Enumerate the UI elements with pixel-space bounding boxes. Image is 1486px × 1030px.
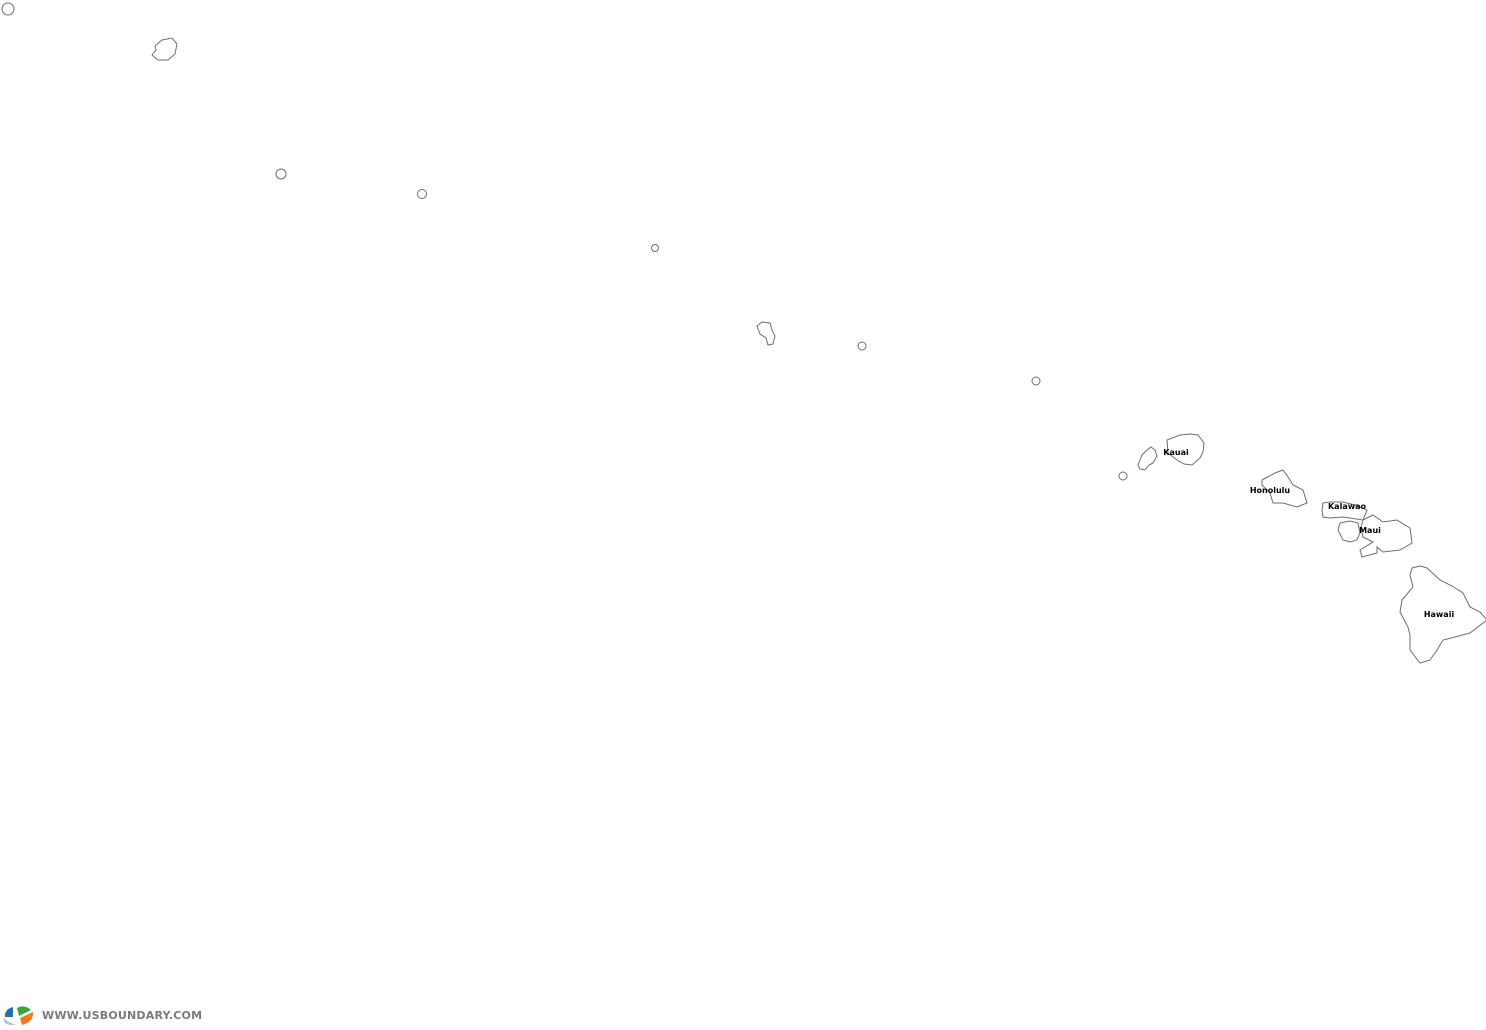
footer-site-url: WWW.USBOUNDARY.COM (42, 1008, 203, 1022)
island-hawaii (1399, 565, 1486, 664)
label-kalawao: Kalawao (1328, 502, 1367, 511)
label-hawaii: Hawaii (1424, 610, 1455, 619)
island-maui (1359, 514, 1413, 558)
footer-logo: WWW.USBOUNDARY.COM (2, 1004, 202, 1026)
label-kauai: Kauai (1163, 448, 1189, 457)
island-kaula (1118, 471, 1128, 481)
island-lisianski (417, 189, 427, 199)
island-french-frigate (756, 321, 776, 346)
island-midway (151, 37, 178, 61)
island-kauai (1166, 433, 1205, 466)
island-lanai (1337, 520, 1361, 543)
island-niihau (1137, 446, 1158, 471)
island-pearl-hermes (275, 168, 287, 180)
usboundary-logo-icon (3, 1006, 34, 1026)
island-nihoa (1031, 376, 1041, 386)
island-oahu (1261, 469, 1308, 508)
label-honolulu: Honolulu (1250, 486, 1291, 495)
island-kure (1, 2, 15, 16)
island-laysan (651, 244, 659, 252)
island-necker (857, 341, 867, 351)
label-maui: Maui (1359, 526, 1381, 535)
